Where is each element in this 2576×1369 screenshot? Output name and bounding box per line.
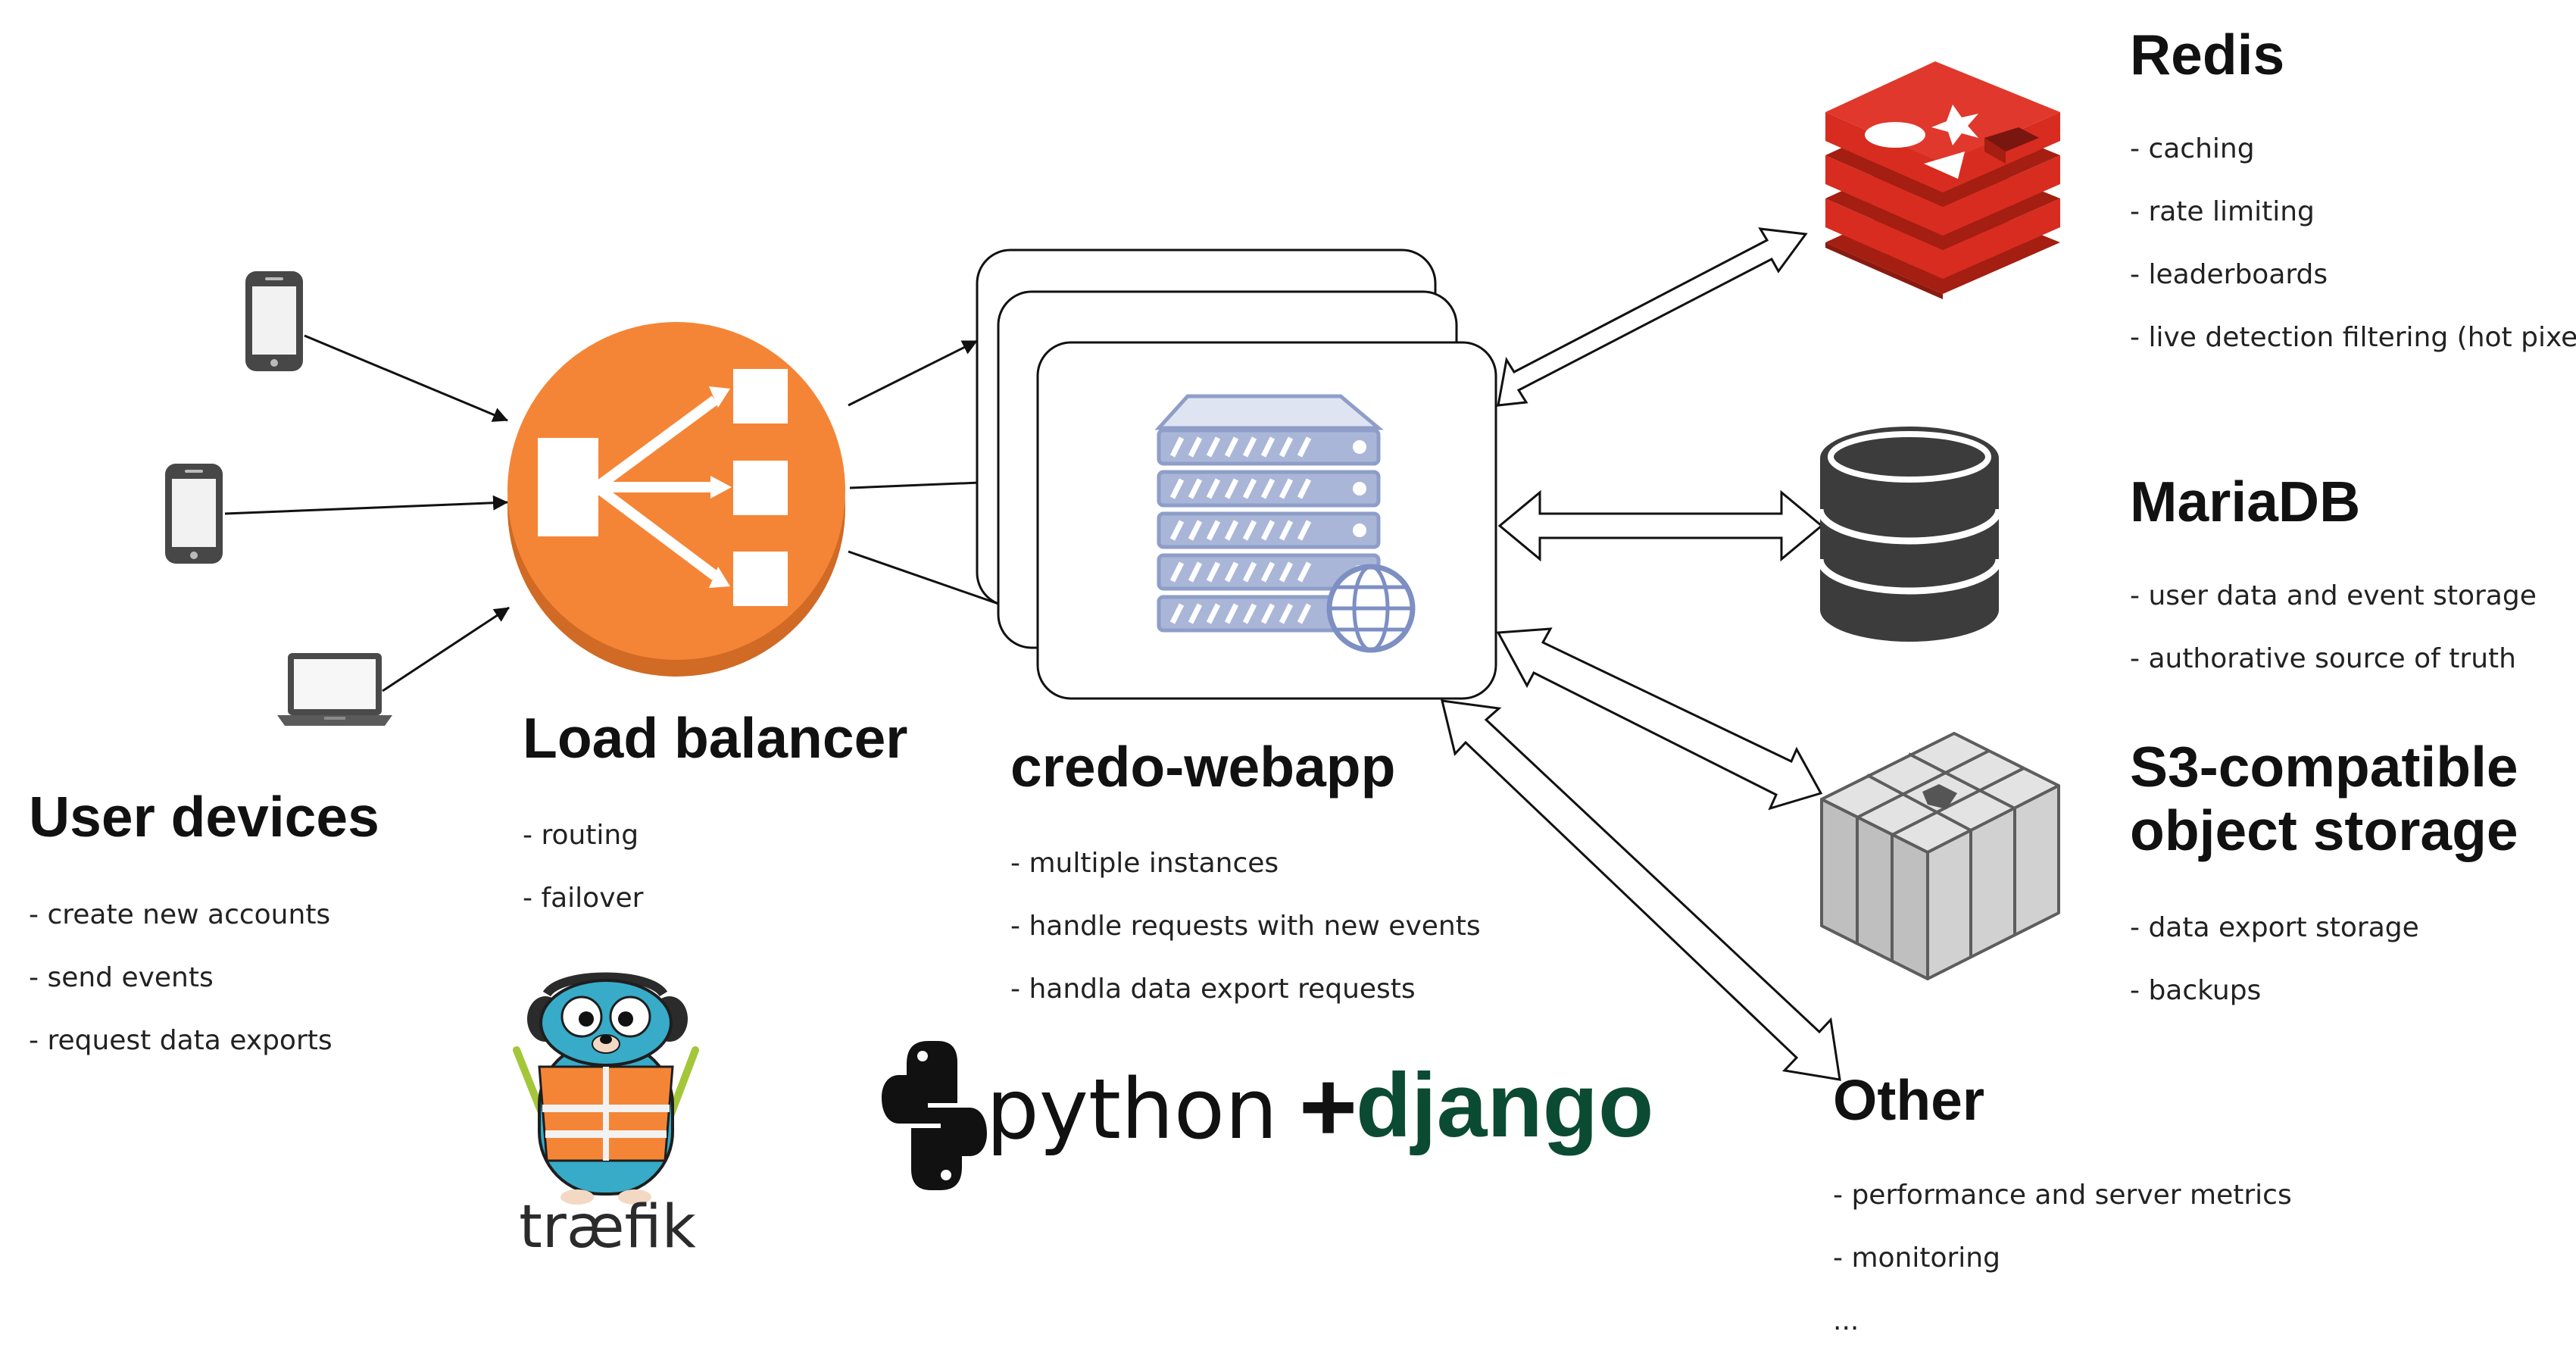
- list-item: leaderboards: [2130, 259, 2576, 323]
- list-item: create new accounts: [29, 899, 333, 963]
- webapp-list: multiple instances handle requests with …: [1010, 848, 1481, 1037]
- list-item: request data exports: [29, 1025, 333, 1089]
- webapp-title: credo-webapp: [1010, 735, 1396, 799]
- list-item: live detection filtering (hot pixels): [2130, 322, 2576, 386]
- arrow-webapp-s3: [1496, 627, 1823, 811]
- list-item: handla data export requests: [1010, 974, 1481, 1037]
- phone-icon: [165, 464, 223, 564]
- list-item: send events: [29, 962, 333, 1026]
- s3-title-line2: object storage: [2130, 799, 2518, 862]
- list-item: monitoring: [1833, 1242, 2292, 1306]
- plus-sign: +: [1299, 1051, 1357, 1162]
- server-globe-icon: [1154, 394, 1416, 653]
- list-item: performance and server metrics: [1833, 1180, 2292, 1243]
- load-balancer-icon: [507, 322, 845, 677]
- list-item: caching: [2130, 133, 2576, 197]
- python-logo-icon: [882, 1041, 987, 1190]
- gopher-mascot-icon: træfik: [513, 972, 699, 1261]
- load-balancer-title: Load balancer: [523, 706, 908, 770]
- list-item: ...: [1833, 1305, 1859, 1336]
- storage-cube-icon: [1820, 732, 2060, 980]
- redis-title: Redis: [2130, 23, 2285, 86]
- user-devices-list: create new accounts send events request …: [29, 899, 333, 1089]
- list-item: routing: [523, 820, 643, 883]
- traefik-logo-text: træfik: [519, 1193, 696, 1261]
- list-item: multiple instances: [1010, 848, 1481, 911]
- arrow-webapp-mariadb: [1497, 489, 1824, 562]
- list-item: rate limiting: [2130, 196, 2576, 260]
- list-item: handle requests with new events: [1010, 911, 1481, 974]
- phone-icon: [245, 271, 303, 371]
- list-item: authorative source of truth: [2130, 643, 2537, 707]
- s3-title: S3-compatible object storage: [2130, 735, 2518, 862]
- user-devices-title: User devices: [29, 785, 379, 849]
- s3-list: data export storage backups: [2130, 912, 2419, 1039]
- redis-logo-icon: [1825, 61, 2060, 299]
- redis-list: caching rate limiting leaderboards live …: [2130, 133, 2576, 386]
- list-item: data export storage: [2130, 912, 2419, 976]
- other-title: Other: [1833, 1068, 1985, 1132]
- mariadb-list: user data and event storage authorative …: [2130, 580, 2537, 707]
- arrow-webapp-redis: [1497, 227, 1808, 407]
- list-item: user data and event storage: [2130, 580, 2537, 644]
- arrow-webapp-other: [1441, 699, 1841, 1081]
- database-icon: [1816, 427, 2003, 642]
- laptop-icon: [277, 653, 392, 726]
- list-item: failover: [523, 883, 643, 946]
- load-balancer-list: routing failover: [523, 820, 643, 946]
- list-item: backups: [2130, 975, 2419, 1039]
- django-wordmark: django: [1356, 1055, 1653, 1156]
- s3-title-line1: S3-compatible: [2130, 735, 2518, 799]
- mariadb-title: MariaDB: [2130, 470, 2361, 533]
- other-list: performance and server metrics monitorin…: [1833, 1180, 2292, 1369]
- python-wordmark: python: [986, 1061, 1278, 1158]
